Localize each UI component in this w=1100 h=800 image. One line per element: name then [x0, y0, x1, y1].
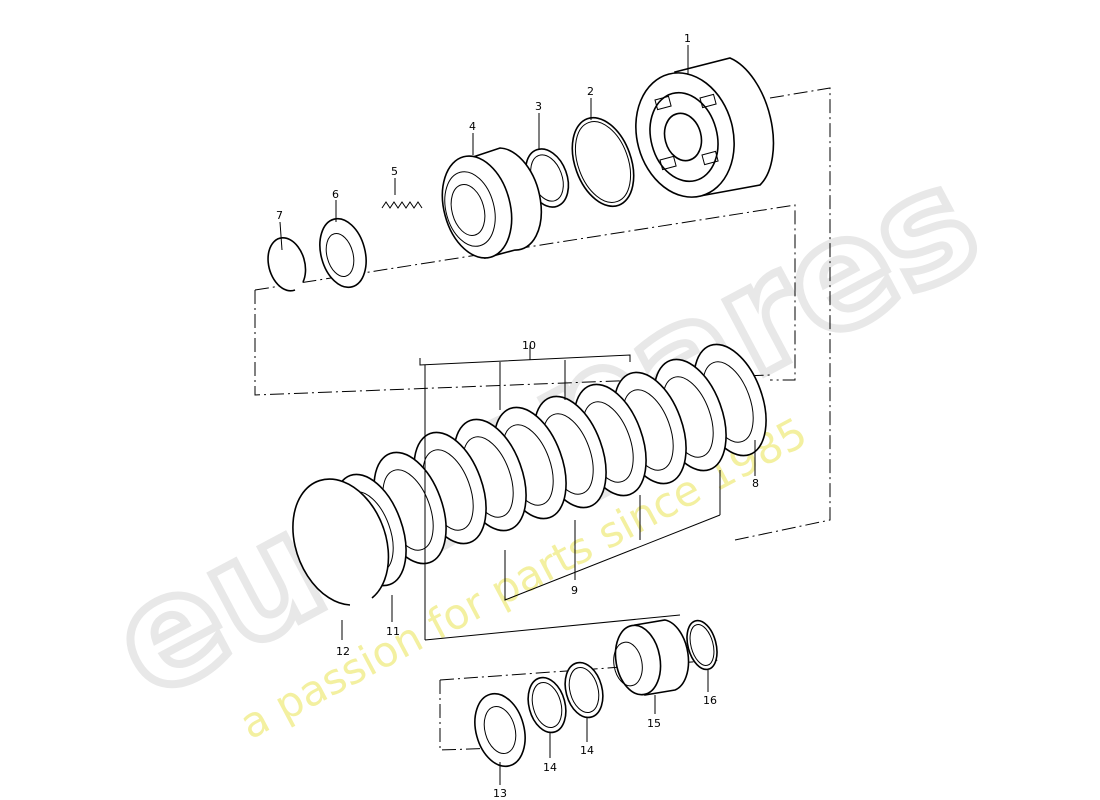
part-2-oring	[571, 116, 635, 208]
callout-12: 12	[336, 645, 350, 658]
part-14-ring-a	[527, 676, 567, 734]
part-12-snap-ring	[292, 478, 390, 606]
part-15-hub	[613, 619, 690, 696]
part-14-ring-b	[564, 661, 604, 719]
callout-14b: 14	[580, 744, 594, 757]
part-16-oring	[686, 619, 718, 671]
leader-lines	[279, 45, 756, 785]
callout-9: 9	[571, 584, 578, 597]
bracket-lines	[419, 345, 756, 641]
callout-7: 7	[276, 209, 283, 222]
callout-13: 13	[493, 787, 507, 800]
part-7-snap-ring	[267, 237, 307, 292]
part-4-piston	[441, 147, 543, 260]
callout-16: 16	[703, 694, 717, 707]
callouts: 1 2 3 4 5 6 7 8 9 10 11 12 13 14 14 15 1…	[276, 32, 759, 800]
callout-11: 11	[386, 625, 400, 638]
callout-6: 6	[332, 188, 339, 201]
callout-3: 3	[535, 100, 542, 113]
callout-2: 2	[587, 85, 594, 98]
callout-14a: 14	[543, 761, 557, 774]
callout-5: 5	[391, 165, 398, 178]
part-6-splined-hub	[319, 217, 367, 289]
callout-8: 8	[752, 477, 759, 490]
part-13-backing-plate	[474, 692, 526, 768]
callout-15: 15	[647, 717, 661, 730]
callout-1: 1	[684, 32, 691, 45]
part-1-clutch-drum	[635, 57, 775, 198]
part-5-spring	[381, 201, 423, 209]
callout-10: 10	[522, 339, 536, 352]
callout-4: 4	[469, 120, 476, 133]
